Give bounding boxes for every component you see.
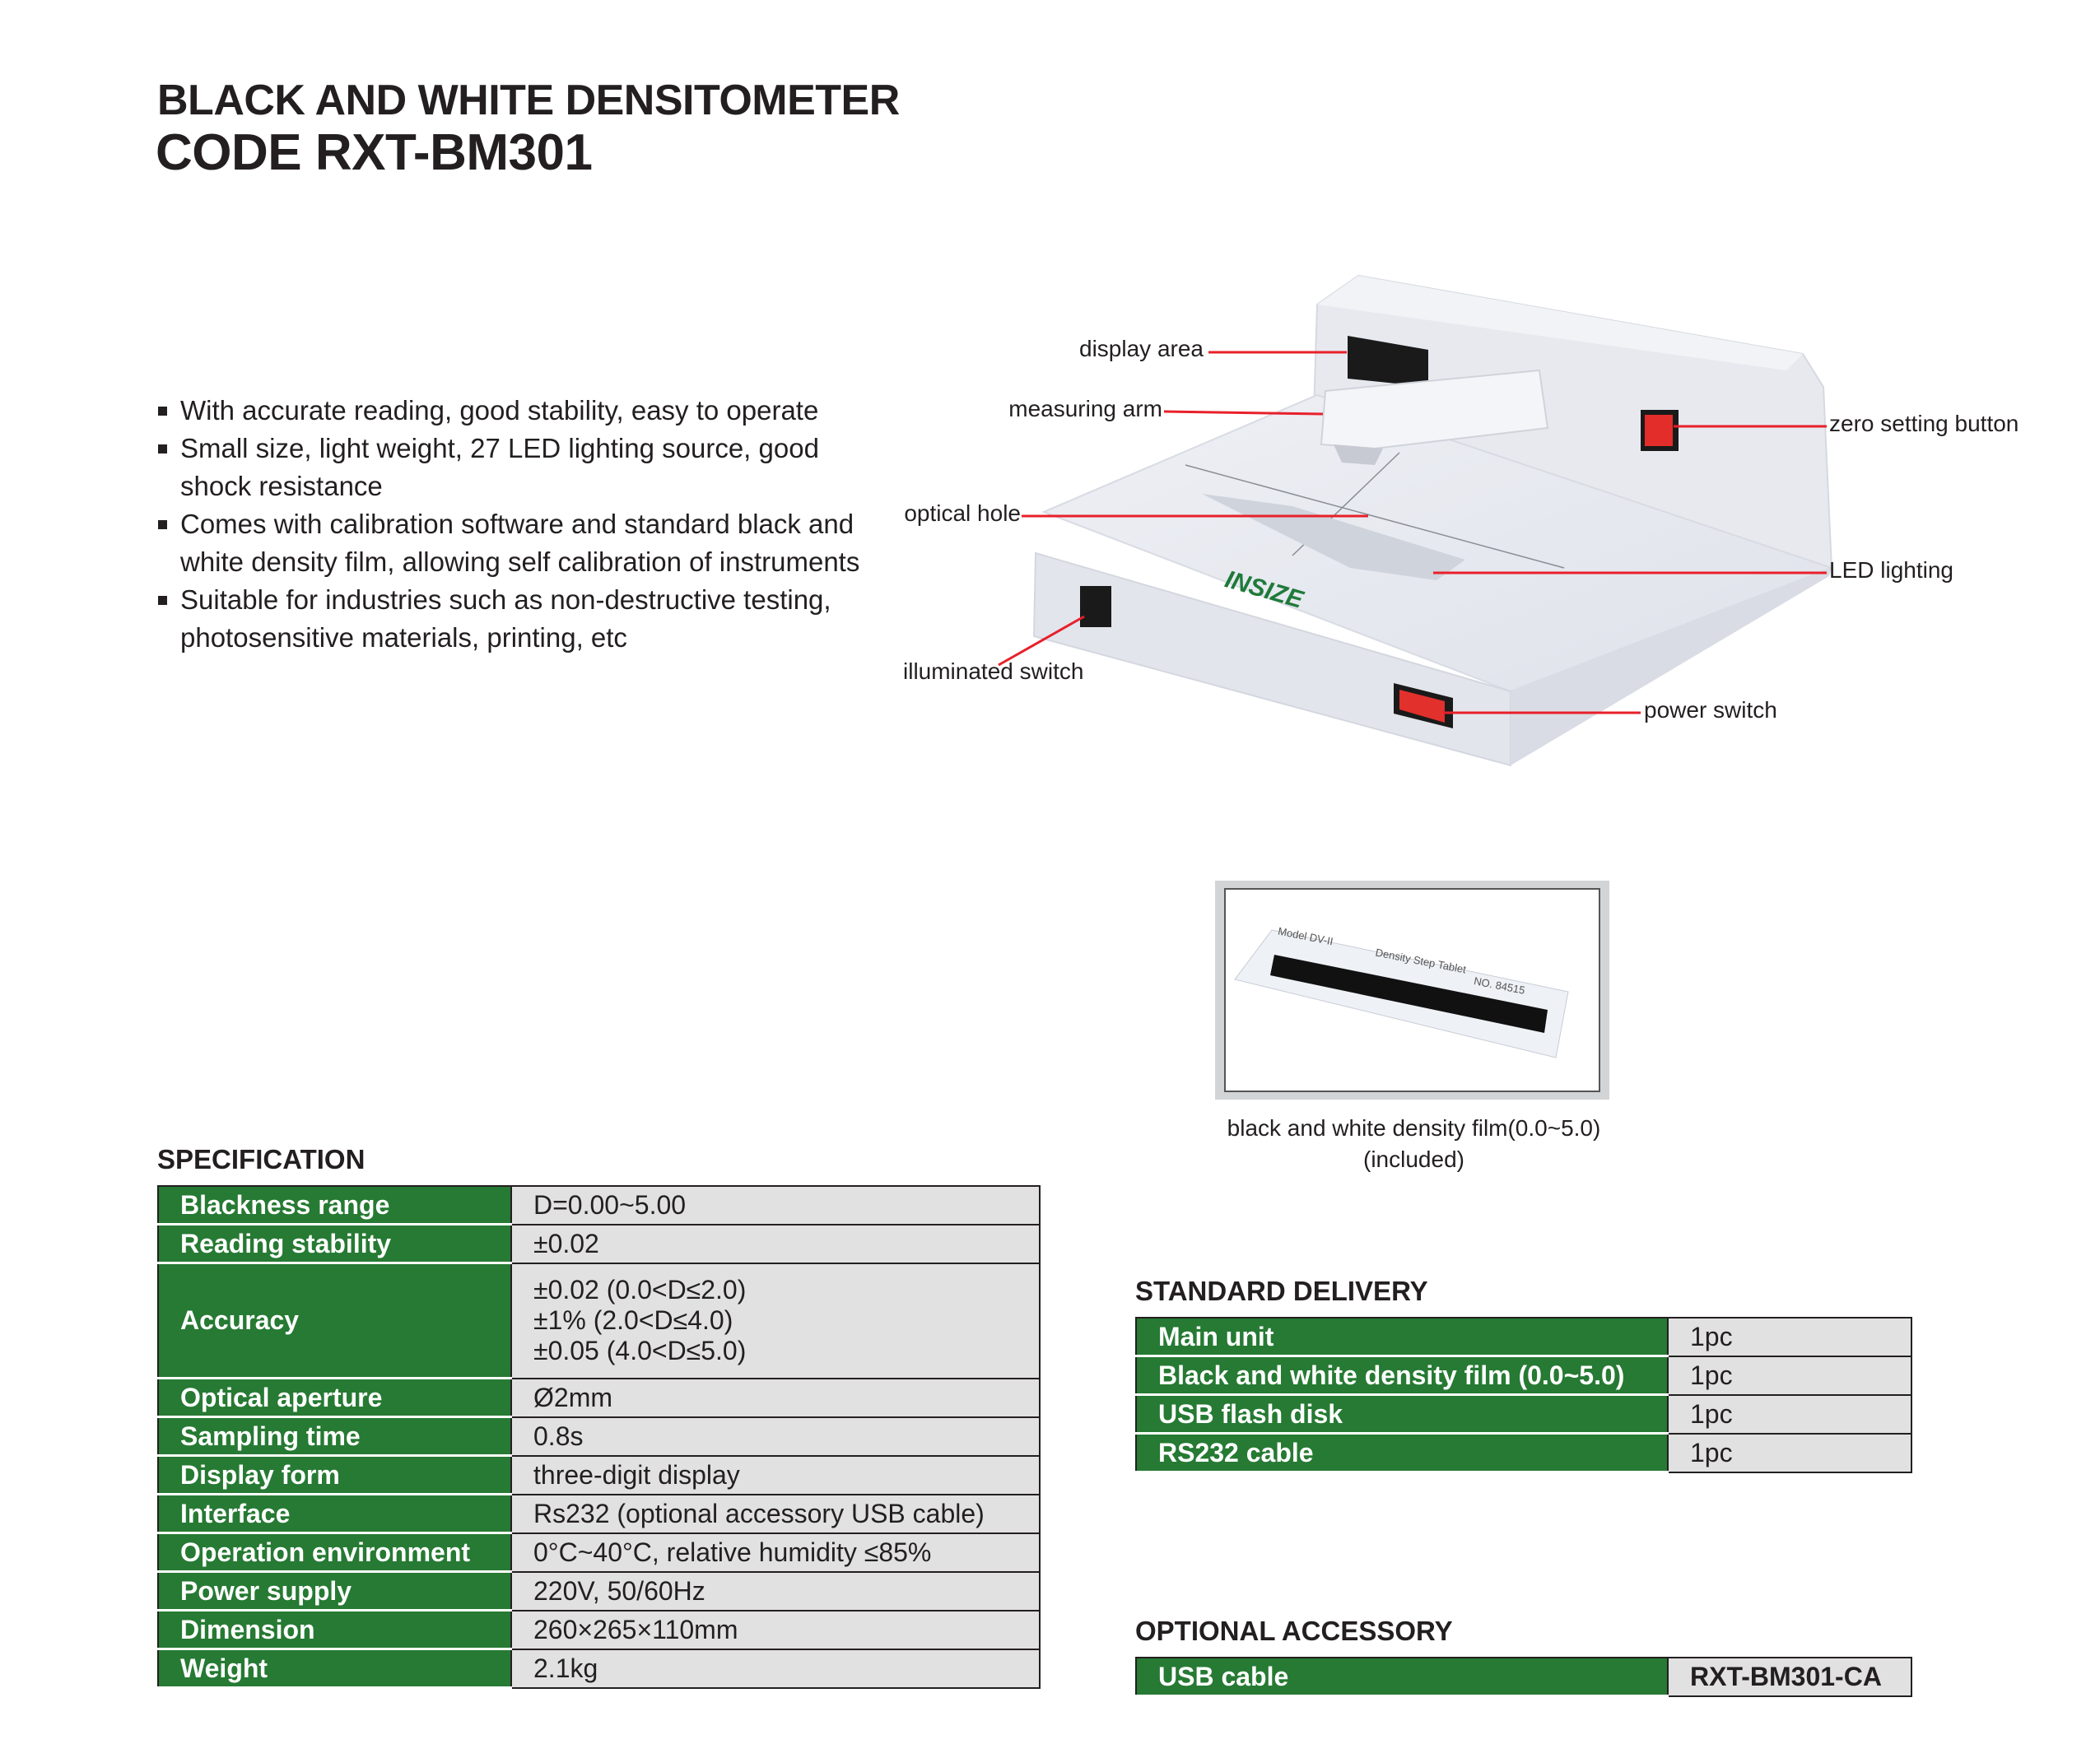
row-value: three-digit display [510, 1454, 1041, 1495]
row-value: 260×265×110mm [510, 1609, 1041, 1650]
label-optical-hole: optical hole [904, 500, 1021, 526]
row-value: 2.1kg [510, 1648, 1041, 1689]
label-zero-setting-button: zero setting button [1829, 411, 2019, 436]
table-row: Accuracy±0.02 (0.0<D≤2.0)±1% (2.0<D≤4.0)… [157, 1262, 1041, 1379]
row-value: 1pc [1667, 1432, 1912, 1473]
row-value-line: ±0.05 (4.0<D≤5.0) [533, 1336, 747, 1365]
row-key: RS232 cable [1135, 1432, 1669, 1473]
row-key: Black and white density film (0.0~5.0) [1135, 1355, 1669, 1396]
label-measuring-arm: measuring arm [1008, 396, 1162, 421]
feature-list: With accurate reading, good stability, e… [156, 392, 864, 657]
product-title: BLACK AND WHITE DENSITOMETER [157, 77, 900, 124]
row-value: 1pc [1667, 1317, 1912, 1357]
row-value: D=0.00~5.00 [510, 1185, 1041, 1225]
row-value: 1pc [1667, 1355, 1912, 1396]
specification-heading: SPECIFICATION [157, 1144, 366, 1174]
product-code: CODE RXT-BM301 [156, 124, 593, 181]
row-value-line: ±0.02 (0.0<D≤2.0) [533, 1275, 747, 1305]
row-key: Operation environment [157, 1532, 512, 1573]
row-key: Dimension [157, 1609, 512, 1650]
illuminated-switch [1080, 586, 1111, 627]
row-key: Weight [157, 1648, 512, 1689]
row-value: 220V, 50/60Hz [510, 1570, 1041, 1612]
film-caption: black and white density film(0.0~5.0) (i… [1177, 1113, 1651, 1175]
label-display-area: display area [1079, 336, 1204, 361]
row-value: 0.8s [510, 1416, 1041, 1457]
table-row: Reading stability±0.02 [157, 1223, 1041, 1264]
row-key: Optical aperture [157, 1377, 512, 1418]
film-caption-line1: black and white density film(0.0~5.0) [1227, 1115, 1601, 1141]
row-value: Rs232 (optional accessory USB cable) [510, 1493, 1041, 1534]
label-led-lighting: LED lighting [1829, 557, 1953, 583]
row-value: 0°C~40°C, relative humidity ≤85% [510, 1532, 1041, 1573]
row-key: Power supply [157, 1570, 512, 1612]
row-value: 1pc [1667, 1393, 1912, 1435]
feature-item: Comes with calibration software and stan… [156, 505, 864, 581]
row-key: USB flash disk [1135, 1393, 1669, 1435]
row-key: Accuracy [157, 1262, 512, 1379]
row-value: ±0.02 (0.0<D≤2.0)±1% (2.0<D≤4.0)±0.05 (4… [510, 1262, 1041, 1379]
standard-delivery-heading: STANDARD DELIVERY [1135, 1276, 1428, 1306]
row-value: Ø2mm [510, 1377, 1041, 1418]
row-key: Sampling time [157, 1416, 512, 1457]
row-key: USB cable [1135, 1657, 1669, 1697]
row-key: Main unit [1135, 1317, 1669, 1357]
feature-item: Suitable for industries such as non-dest… [156, 581, 864, 657]
label-illuminated-switch: illuminated switch [903, 658, 1084, 684]
row-key: Reading stability [157, 1223, 512, 1264]
display-area [1348, 336, 1428, 387]
optional-accessory-heading: OPTIONAL ACCESSORY [1135, 1616, 1453, 1646]
feature-item: Small size, light weight, 27 LED lightin… [156, 430, 864, 505]
row-value: ±0.02 [510, 1223, 1041, 1264]
label-power-switch: power switch [1644, 697, 1777, 723]
row-value-line: ±1% (2.0<D≤4.0) [533, 1305, 733, 1335]
row-value: RXT-BM301-CA [1667, 1657, 1912, 1697]
row-key: Interface [157, 1493, 512, 1534]
row-key: Display form [157, 1454, 512, 1495]
table-row: Black and white density film (0.0~5.0)1p… [1135, 1355, 1912, 1396]
feature-item: With accurate reading, good stability, e… [156, 392, 864, 430]
row-key: Blackness range [157, 1185, 512, 1225]
film-caption-line2: (included) [1363, 1146, 1464, 1172]
